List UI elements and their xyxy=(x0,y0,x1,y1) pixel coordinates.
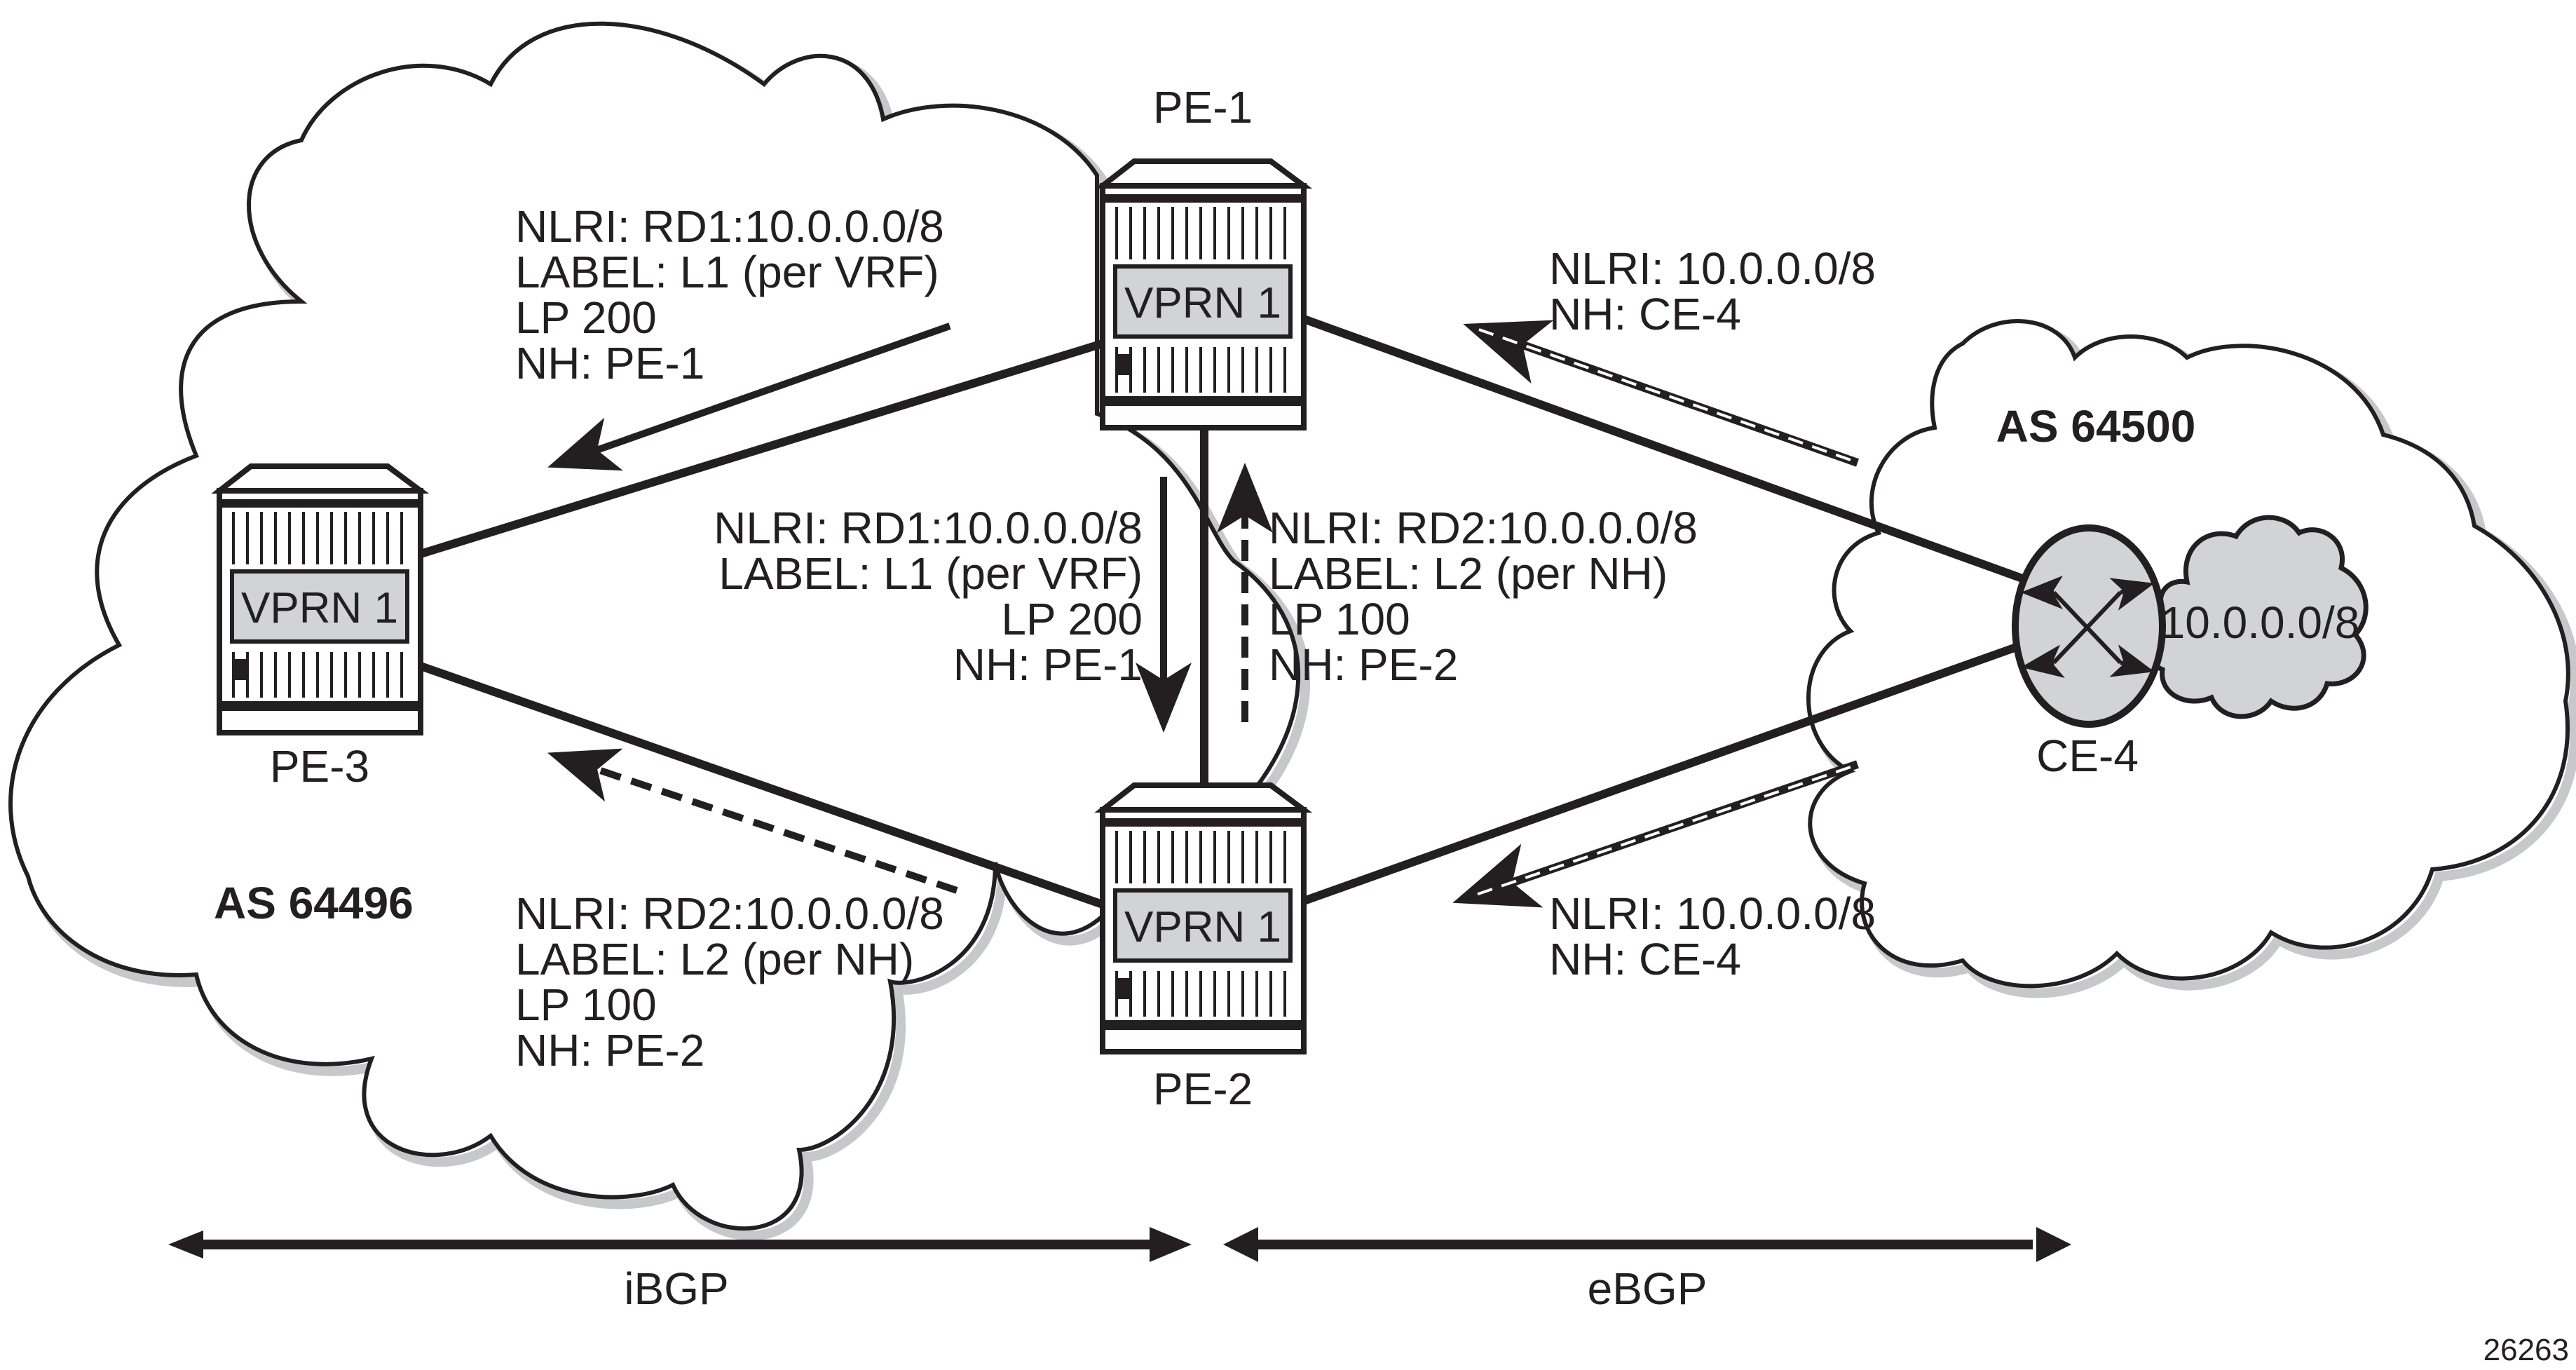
adv-line: NH: PE-1 xyxy=(953,639,1143,690)
arrow-right-icon xyxy=(2036,1227,2071,1262)
adv-line: LP 100 xyxy=(1269,594,1410,644)
adv-line: LABEL: L1 (per VRF) xyxy=(515,247,939,297)
vprn-label: VPRN 1 xyxy=(1124,903,1281,951)
adv-line: NLRI: RD2:10.0.0.0/8 xyxy=(515,888,944,939)
adv-pe1-to-pe3: NLRI: RD1:10.0.0.0/8 LABEL: L1 (per VRF)… xyxy=(515,201,944,388)
arrow-right-icon xyxy=(1150,1227,1192,1262)
adv-line: NH: PE-1 xyxy=(515,338,704,388)
as64496-label: AS 64496 xyxy=(214,878,414,928)
vprn-box xyxy=(1113,264,1293,339)
router-pe3-label: PE-3 xyxy=(270,741,369,792)
adv-line: NLRI: 10.0.0.0/8 xyxy=(1549,243,1876,294)
router-pe1-label: PE-1 xyxy=(1153,82,1253,133)
led-indicator xyxy=(232,659,247,680)
adv-line: LABEL: L2 (per NH) xyxy=(515,934,914,984)
led-indicator xyxy=(1115,354,1131,375)
link-pe2-ce4 xyxy=(1302,641,2024,905)
links xyxy=(419,315,2024,909)
arrow-pe2-to-pe3 xyxy=(547,748,958,894)
as64500-label: AS 64500 xyxy=(1996,401,2196,452)
router-ce4 xyxy=(2012,524,2166,728)
ibgp-label: iBGP xyxy=(624,1263,728,1314)
adv-pe2-to-pe1: NLRI: RD2:10.0.0.0/8 LABEL: L2 (per NH) … xyxy=(1269,503,1698,690)
adv-line: NH: CE-4 xyxy=(1549,289,1741,339)
adv-line: NLRI: 10.0.0.0/8 xyxy=(1549,888,1876,939)
adv-pe1-to-pe2: NLRI: RD1:10.0.0.0/8 LABEL: L1 (per VRF)… xyxy=(714,503,1143,690)
adv-line: NH: CE-4 xyxy=(1549,934,1741,984)
arrow-ce4-to-pe2-stripe xyxy=(1471,766,1851,897)
link-pe1-ce4 xyxy=(1302,315,2024,583)
ebgp-label: eBGP xyxy=(1588,1263,1708,1314)
vprn-label: VPRN 1 xyxy=(241,584,398,632)
router-pe2: VPRN 1 xyxy=(1103,785,1304,1052)
ibgp-span: iBGP xyxy=(168,1227,1192,1314)
vprn-label: VPRN 1 xyxy=(1124,279,1281,327)
as64496-cloud xyxy=(8,21,1310,1241)
router-pe1: VPRN 1 xyxy=(1103,161,1304,428)
router-ce4-label: CE-4 xyxy=(2036,731,2139,781)
adv-line: LABEL: L1 (per VRF) xyxy=(718,548,1143,599)
vprn-box xyxy=(1113,888,1293,963)
arrow-left-icon xyxy=(1223,1227,1258,1262)
adv-line: NLRI: RD2:10.0.0.0/8 xyxy=(1269,503,1698,553)
ebgp-span: eBGP xyxy=(1223,1227,2071,1314)
adv-ce4-to-pe2: NLRI: 10.0.0.0/8 NH: CE-4 xyxy=(1549,888,1876,984)
adv-line: LABEL: L2 (per NH) xyxy=(1269,548,1668,599)
link-pe2-pe3 xyxy=(419,662,1104,909)
adv-line: NLRI: RD1:10.0.0.0/8 xyxy=(714,503,1143,553)
customer-prefix-label: 10.0.0.0/8 xyxy=(2160,597,2360,648)
adv-line: LP 200 xyxy=(515,292,657,343)
link-pe1-pe3 xyxy=(419,339,1104,558)
adv-line: NH: PE-2 xyxy=(1269,639,1458,690)
adv-line: NLRI: RD1:10.0.0.0/8 xyxy=(515,201,944,252)
arrow-ce4-to-pe1-stripe xyxy=(1478,328,1851,461)
adv-ce4-to-pe1: NLRI: 10.0.0.0/8 NH: CE-4 xyxy=(1549,243,1876,339)
router-pe2-label: PE-2 xyxy=(1153,1064,1253,1114)
figure-id: 26263 xyxy=(2483,1333,2569,1367)
adv-pe2-to-pe3: NLRI: RD2:10.0.0.0/8 LABEL: L2 (per NH) … xyxy=(515,888,944,1076)
adv-line: NH: PE-2 xyxy=(515,1025,704,1076)
arrow-pe1-to-pe3 xyxy=(547,323,951,471)
router-pe3: VPRN 1 xyxy=(219,466,421,733)
led-indicator xyxy=(1115,978,1131,999)
vprn-box xyxy=(230,569,409,644)
advertisement-arrows xyxy=(547,320,1859,908)
adv-line: LP 200 xyxy=(1001,594,1143,644)
arrow-left-icon xyxy=(168,1230,203,1259)
adv-line: LP 100 xyxy=(515,979,657,1030)
